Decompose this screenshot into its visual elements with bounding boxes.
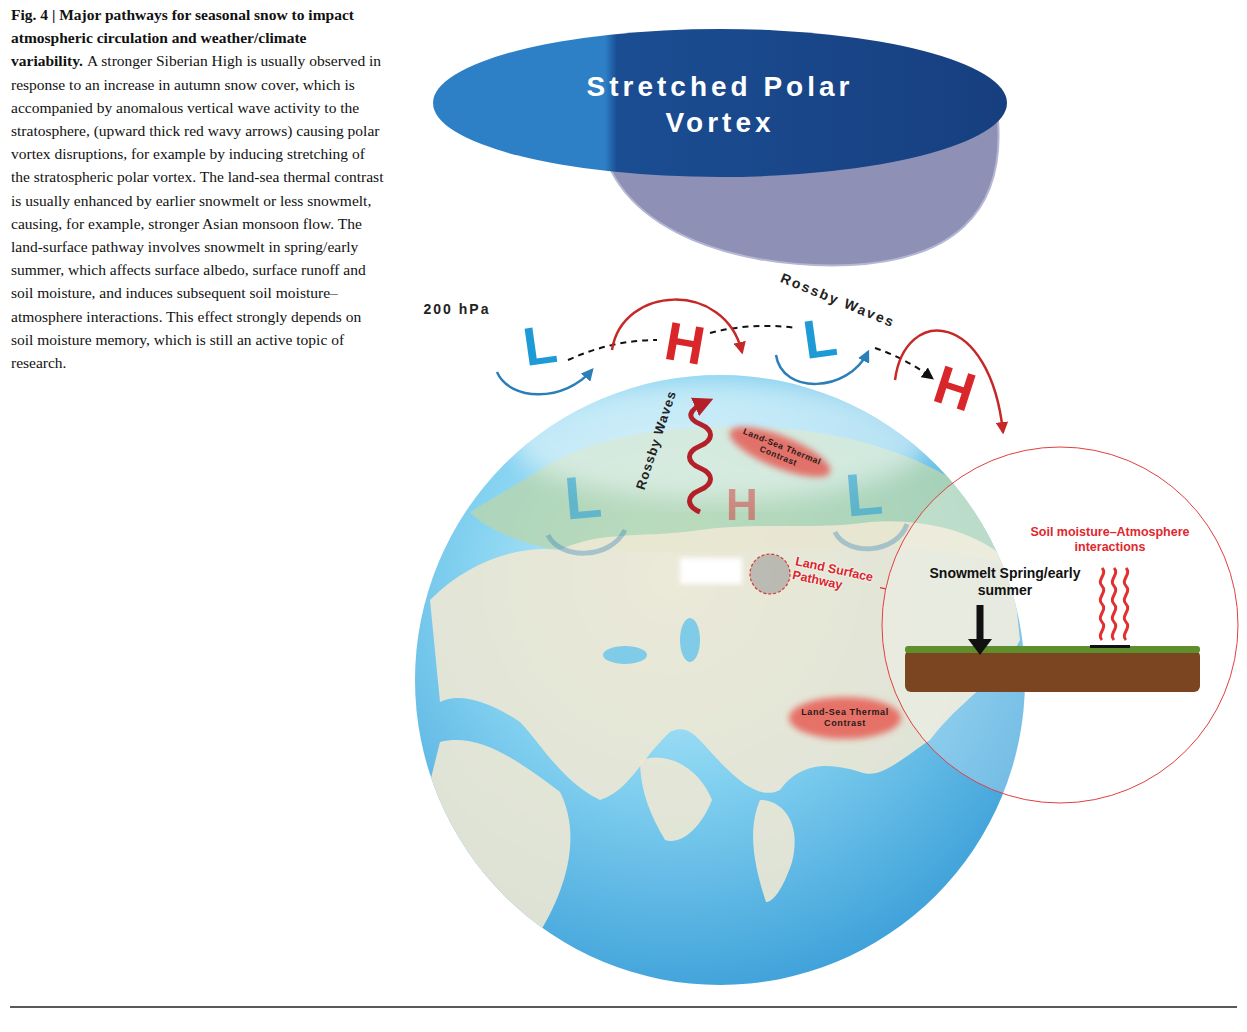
land-surface-pathway-marker — [750, 554, 790, 594]
land-masses — [640, 757, 712, 841]
upper-level-flow — [895, 331, 1003, 432]
land-masses — [680, 618, 700, 662]
caption-text: A stronger Siberian High is usually obse… — [11, 52, 383, 371]
globe — [835, 524, 907, 549]
vortex-title: Stretched Polar Vortex — [585, 69, 855, 141]
land-surface-inset-circle — [905, 646, 1200, 653]
globe — [548, 530, 625, 553]
surface-low-symbol: L — [562, 467, 604, 530]
figure-caption: Fig. 4 | Major pathways for seasonal sno… — [11, 3, 385, 374]
low-pressure-symbol: L — [800, 309, 840, 367]
land-surface-inset-circle — [1124, 568, 1127, 640]
land-surface-inset-circle — [1090, 645, 1130, 648]
land-surface-inset-circle — [882, 447, 1238, 803]
land-masses — [753, 800, 795, 902]
upper-level-flow — [497, 300, 1003, 432]
upper-level-flow — [710, 326, 797, 333]
land-surface-inset-circle — [968, 639, 992, 655]
land-surface-inset-circle — [977, 605, 984, 641]
polar-vortex-shape — [433, 29, 1007, 177]
vertical-wave-arrow — [690, 402, 711, 512]
land-surface-inset-circle — [880, 445, 1240, 805]
land-surface-inset-circle — [1112, 568, 1115, 640]
low-pressure-symbol: L — [520, 316, 560, 374]
pressure-level-label: 200 hPa — [424, 302, 491, 316]
snowmelt-label: Snowmelt Spring/early summer — [925, 565, 1085, 599]
bottom-rule — [10, 1006, 1237, 1008]
rossby-waves-label: Rossby Waves — [779, 271, 898, 330]
globe — [680, 558, 742, 584]
pathway-label: Land Surface Pathway — [791, 554, 879, 600]
high-pressure-symbol: H — [661, 313, 709, 373]
polar-vortex-shape — [430, 25, 1010, 275]
upper-level-flow — [497, 370, 592, 394]
land-masses — [430, 740, 570, 950]
land-surface-inset-circle — [905, 650, 1200, 692]
land-masses — [603, 646, 647, 664]
high-pressure-symbol: H — [928, 356, 982, 419]
land-surface-pathway-marker: Land Surface Pathway — [748, 550, 880, 598]
inset-heading: Soil moisture–Atmosphere interactions — [1015, 525, 1205, 555]
pathway-leader-line — [880, 588, 886, 589]
surface-high-symbol: H — [726, 483, 758, 527]
land-surface-inset-circle — [1100, 568, 1103, 640]
land-surface-inset-circle: Soil moisture–Atmosphere interactionsSno… — [880, 445, 1240, 805]
thermal-contrast-blob: Land-Sea Thermal Contrast — [785, 693, 905, 743]
surface-low-symbol: L — [843, 464, 885, 527]
blob-label: Land-Sea Thermal Contrast — [785, 693, 905, 743]
polar-vortex-shape: Stretched Polar Vortex — [430, 25, 1010, 275]
